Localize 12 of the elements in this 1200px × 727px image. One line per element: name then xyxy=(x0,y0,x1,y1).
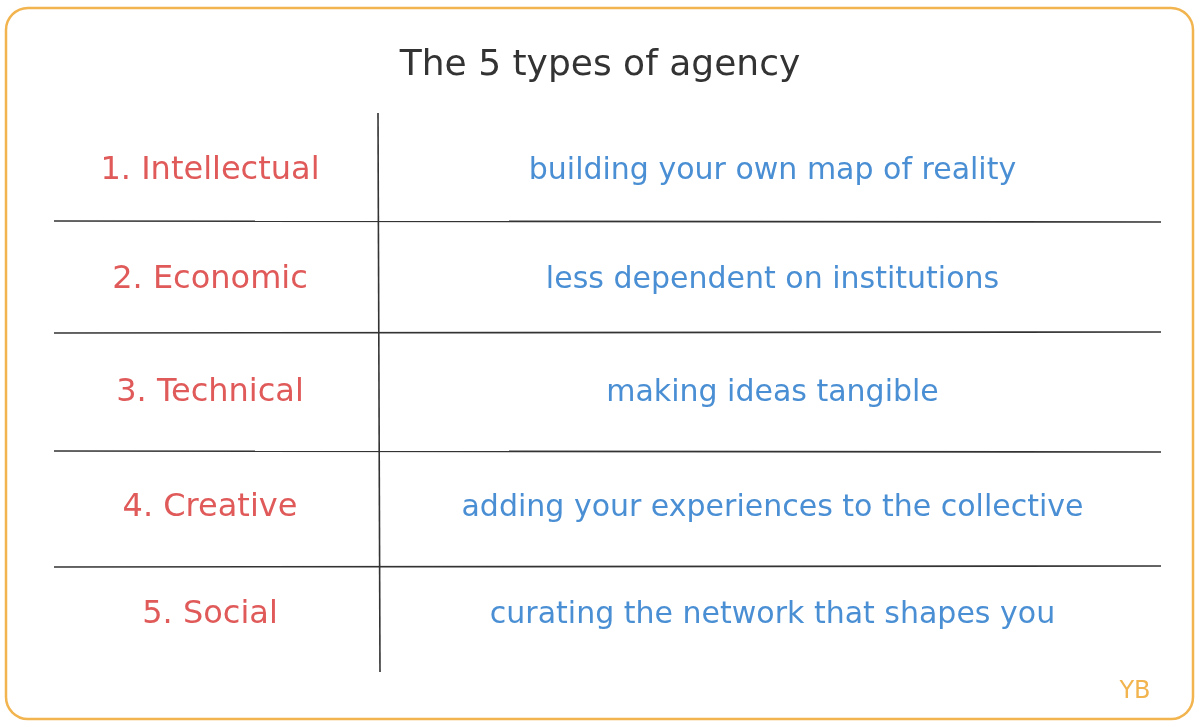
agency-type-label: 5. Social xyxy=(141,592,279,633)
signature-initials: YB xyxy=(1118,675,1152,706)
agency-type-label: 2. Economic xyxy=(111,257,309,298)
description-text: making ideas tangible xyxy=(605,371,940,410)
description-text: less dependent on institutions xyxy=(544,258,1001,297)
description-text: curating the network that shapes you xyxy=(488,593,1057,632)
description-text: building your own map of reality xyxy=(527,149,1018,188)
agency-type-label: 1. Intellectual xyxy=(99,148,321,189)
title: The 5 types of agency xyxy=(398,40,802,85)
agency-type-label: 3. Technical xyxy=(115,370,305,411)
agency-type-label: 4. Creative xyxy=(121,485,299,526)
description-text: adding your experiences to the collective xyxy=(460,486,1085,525)
